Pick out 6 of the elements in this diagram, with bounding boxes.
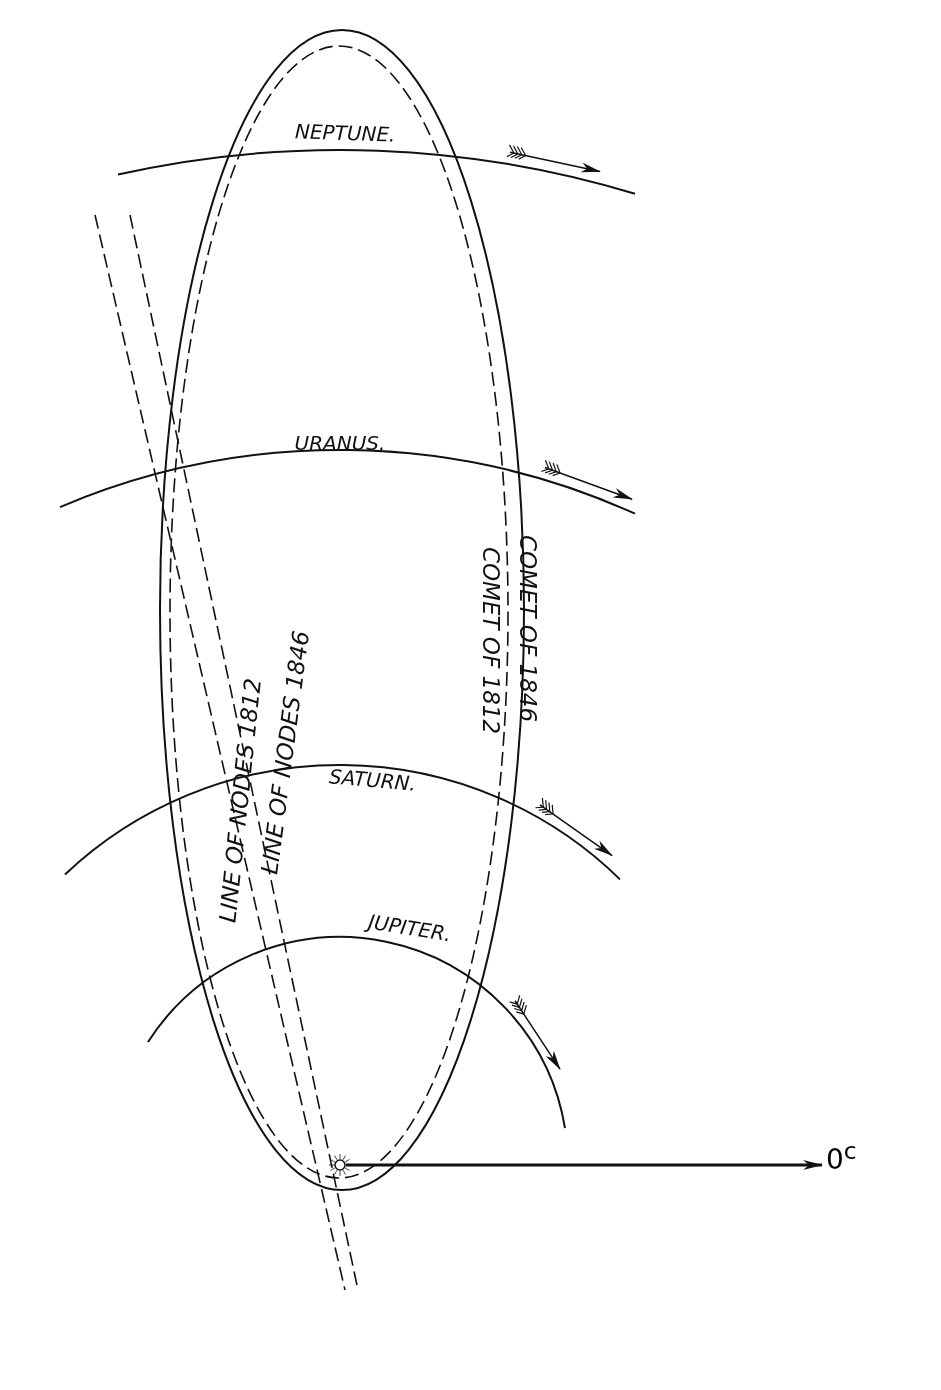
direction-label: 0$^{c}$ <box>826 1140 857 1175</box>
planet-label: NEPTUNE. <box>294 121 396 145</box>
comet-orbit-label: COMET OF 1812 <box>478 546 502 734</box>
planet-label: URANUS. <box>294 433 386 453</box>
arrow <box>346 1160 823 1170</box>
planet-label: SATURN. <box>327 766 417 794</box>
